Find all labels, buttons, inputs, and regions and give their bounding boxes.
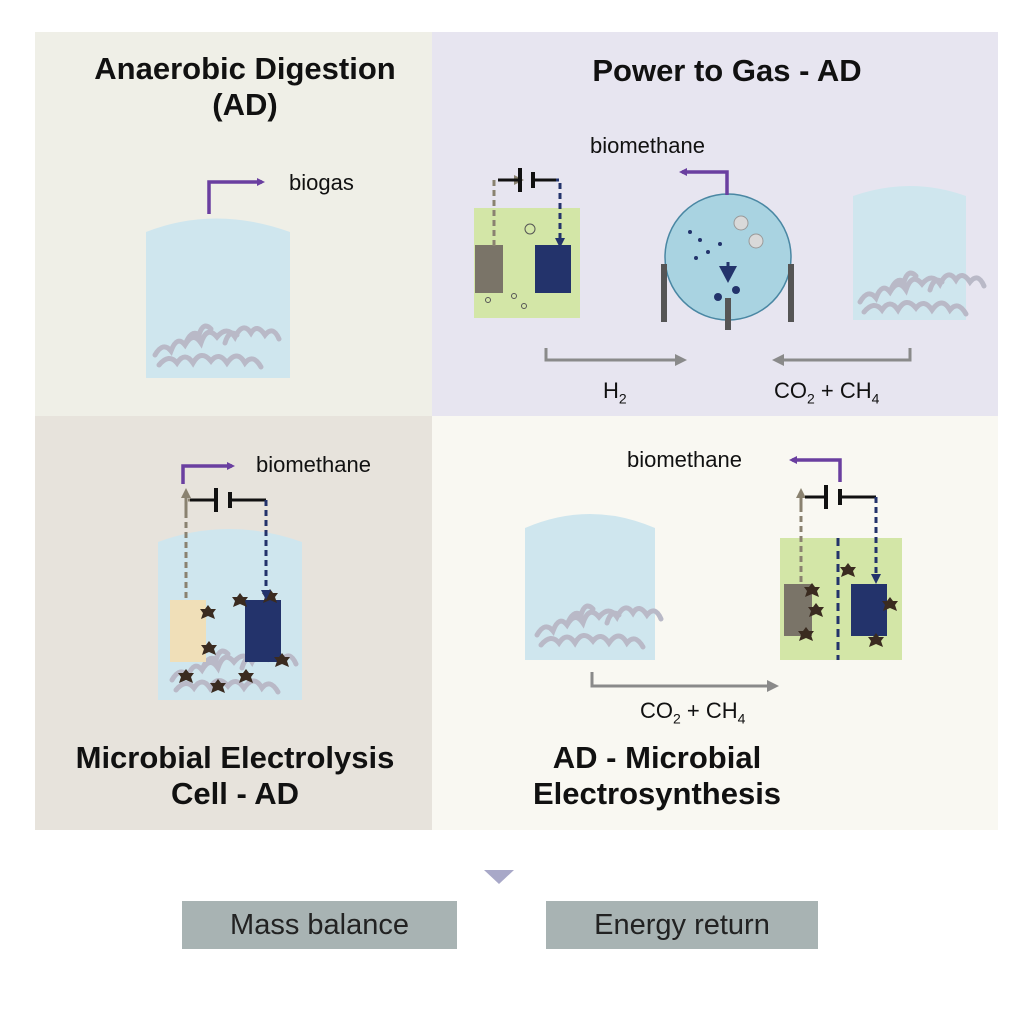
mes-title: AD - Microbial Electrosynthesis	[532, 740, 782, 811]
ad-digester-tank	[146, 218, 290, 378]
mes-biomethane-label: biomethane	[627, 447, 742, 472]
mes-electrosynthesis-cell	[780, 538, 902, 660]
mes-co2-ch4-label: CO2 + CH4	[640, 698, 746, 727]
ptg-methanation-reactor	[661, 193, 794, 330]
mes-power-source-icon	[796, 485, 881, 584]
ptg-electrolysis-cell	[474, 208, 580, 318]
down-chevron-icon	[484, 870, 514, 884]
ad-biogas-label: biogas	[289, 170, 354, 195]
ptg-co2-ch4-label: CO2 + CH4	[774, 378, 880, 407]
mec-title: Microbial Electrolysis Cell - AD	[75, 740, 395, 811]
ptg-digester-tank	[853, 186, 984, 320]
mec-power-source-icon	[181, 488, 271, 600]
mass-balance-box: Mass balance	[182, 901, 457, 949]
mec-biomethane-label: biomethane	[256, 452, 371, 477]
mes-digester-tank	[525, 514, 661, 660]
mes-biomethane-arrow	[789, 456, 842, 482]
mec-reactor-tank	[158, 529, 302, 700]
energy-return-box: Energy return	[546, 901, 818, 949]
ptg-power-source-icon	[492, 168, 565, 248]
ptg-h2-label: H2	[603, 378, 627, 407]
ptg-co2-flow-arrow	[772, 348, 912, 366]
ad-title: Anaerobic Digestion (AD)	[94, 51, 396, 122]
ptg-h2-flow-arrow	[544, 348, 687, 366]
mes-co2-flow-arrow	[590, 672, 779, 692]
ptg-title: Power to Gas - AD	[592, 53, 862, 88]
ad-biogas-arrow	[207, 178, 265, 214]
ptg-biomethane-arrow	[679, 168, 729, 195]
ptg-biomethane-label: biomethane	[590, 133, 705, 158]
mec-biomethane-arrow	[181, 462, 235, 484]
